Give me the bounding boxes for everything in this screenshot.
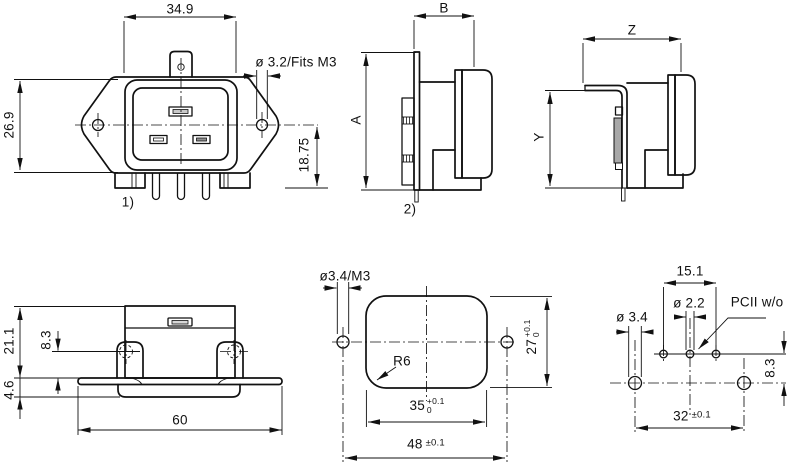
front-view-label: 1) xyxy=(121,194,135,210)
dim-pcb-row-offset: 8.3 xyxy=(762,358,778,378)
dim-snap-y: Y xyxy=(531,132,547,142)
dim-cutout-width: 35 +0.1 0 xyxy=(409,397,445,415)
tol-lower: 0 xyxy=(531,332,541,338)
front-view-drawing xyxy=(14,14,328,201)
dim-cutout-height-value: 27 xyxy=(524,339,539,355)
dim-cutout-hole-pitch: 48±0.1 xyxy=(407,437,445,451)
dim-side-a: A xyxy=(348,115,364,125)
dim-pcb-pin-hole: ø 2.2 xyxy=(673,295,705,311)
dim-side-b: B xyxy=(439,0,449,16)
dim-pcb-pin-span: 15.1 xyxy=(676,263,704,279)
panel-cutout-drawing xyxy=(323,282,552,462)
dim-pcb-mount-hole: ø 3.4 xyxy=(616,309,648,325)
side-snap-view-drawing xyxy=(545,36,696,202)
note-cutout-mounting-hole: ø3.4/M3 xyxy=(319,268,371,284)
dim-top-flange-width: 60 xyxy=(172,412,188,428)
dim-top-hole-offset: 8.3 xyxy=(38,330,54,350)
note-pcb-variant: PCII w/o xyxy=(730,294,784,310)
dim-pcb-mount-pitch: 32±0.1 xyxy=(673,409,711,423)
tol-upper: +0.1 xyxy=(426,396,445,406)
dim-top-flange-height: 4.6 xyxy=(1,380,17,400)
dim-front-height: 26.9 xyxy=(1,111,17,139)
dim-front-pin-depth: 18.75 xyxy=(296,137,312,173)
side-view-label: 2) xyxy=(403,201,417,217)
dim-snap-z: Z xyxy=(627,22,637,38)
dim-cutout-hole-pitch-tol: ±0.1 xyxy=(425,437,445,449)
note-cutout-radius: R6 xyxy=(393,353,411,369)
dim-cutout-hole-pitch-value: 48 xyxy=(407,436,423,452)
dim-front-width: 34.9 xyxy=(166,1,194,17)
dim-cutout-width-tol: +0.1 0 xyxy=(427,397,445,415)
dim-cutout-width-value: 35 xyxy=(409,398,425,413)
note-front-mounting-hole: ø 3.2/Fits M3 xyxy=(255,54,337,70)
top-view-drawing xyxy=(14,305,283,435)
dim-cutout-height-tol: +0.1 0 xyxy=(522,319,541,338)
side-view-drawing xyxy=(361,13,493,203)
dim-pcb-mount-pitch-tol: ±0.1 xyxy=(691,409,711,421)
dim-pcb-mount-pitch-value: 32 xyxy=(673,408,689,424)
tol-lower: 0 xyxy=(426,405,432,415)
pcb-drilling-drawing xyxy=(610,280,787,434)
dim-top-height: 21.1 xyxy=(1,327,17,355)
dim-cutout-height: 27 +0.1 0 xyxy=(522,319,541,355)
